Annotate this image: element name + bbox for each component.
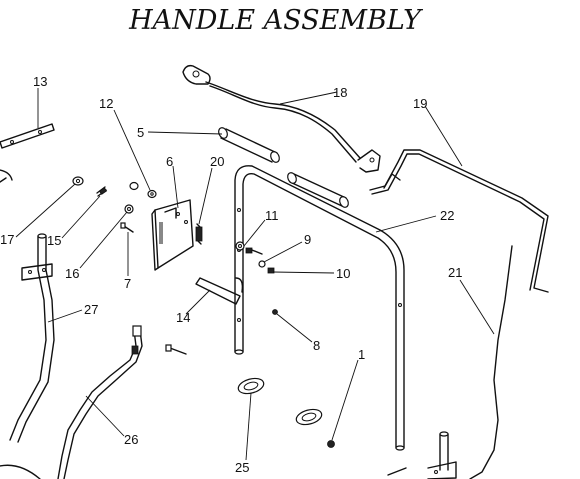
part-25-grommets [237,377,323,426]
callout-22: 22 [440,208,454,223]
part-19-rod [369,149,549,293]
hardware [72,176,335,448]
part-14-latch [195,277,244,305]
callout-26: 26 [124,432,138,447]
leader-lines [15,88,495,461]
callout-numbers: 13 12 5 6 20 18 19 22 11 9 10 17 15 16 7… [0,74,462,475]
callout-25: 25 [235,460,249,475]
callout-7: 7 [124,276,131,291]
callout-18: 18 [333,85,347,100]
callout-27: 27 [84,302,98,317]
part-5-tube [218,127,280,163]
callout-8: 8 [313,338,320,353]
callout-11: 11 [265,208,279,223]
callout-9: 9 [304,232,311,247]
callout-21: 21 [448,265,462,280]
callout-5: 5 [137,125,144,140]
callout-1: 1 [358,347,365,362]
callout-15: 15 [47,233,61,248]
callout-17: 17 [0,232,14,247]
callout-16: 16 [65,266,79,281]
part-21-cable [469,245,513,479]
part-20-spring [195,223,203,245]
part-18-rod [182,64,381,173]
part-27-rod [9,233,55,443]
part-13-bracket [0,123,55,183]
diagram-title: HANDLE ASSEMBLY [128,5,423,36]
callout-19: 19 [413,96,427,111]
callout-10: 10 [336,266,350,281]
callout-6: 6 [166,154,173,169]
callout-14: 14 [176,310,190,325]
callout-13: 13 [33,74,47,89]
callout-12: 12 [99,96,113,111]
lower-right-bracket [427,431,457,479]
part-26-cable [0,325,143,479]
callout-20: 20 [210,154,224,169]
part-6-bracket [151,199,194,271]
part-22-handle [234,165,407,476]
